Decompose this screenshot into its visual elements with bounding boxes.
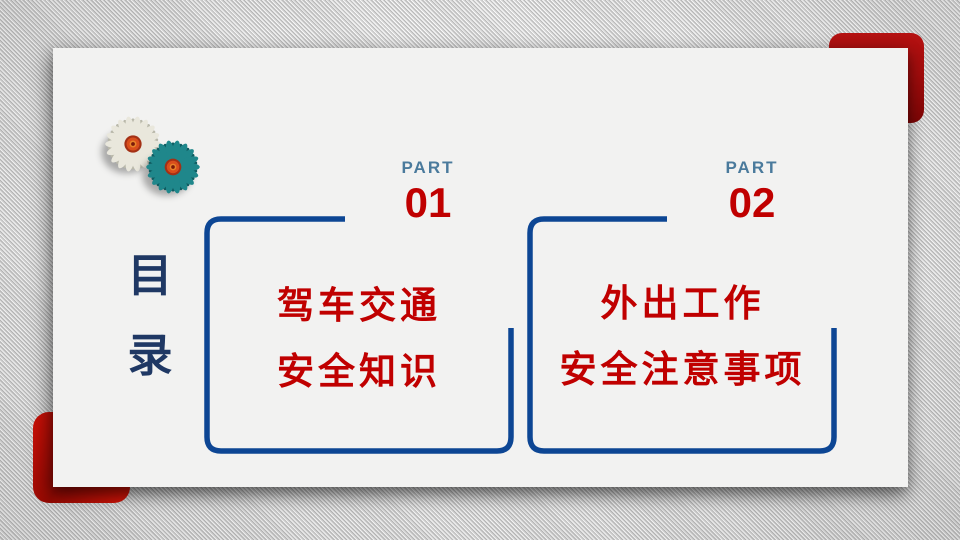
toc-item-1-title-line-1: 驾车交通 bbox=[277, 285, 441, 326]
toc-item-2-part-label: PART bbox=[725, 158, 779, 177]
toc-item-1-part: PART 01 bbox=[345, 158, 511, 225]
page-title-char-1: 目 bbox=[127, 250, 173, 301]
toc-item-2-title-line-1: 外出工作 bbox=[600, 283, 765, 324]
toc-item-2-part: PART 02 bbox=[667, 158, 837, 225]
flower-decoration-icon bbox=[101, 116, 200, 196]
page-title-char-2: 录 bbox=[127, 330, 173, 381]
toc-item-1-part-label: PART bbox=[401, 158, 455, 177]
toc-item-1-title[interactable]: 驾车交通 安全知识 bbox=[207, 269, 511, 401]
toc-item-2-title-line-2: 安全注意事项 bbox=[559, 349, 806, 390]
page-title: 目 录 bbox=[105, 251, 195, 381]
toc-item-1-title-line-2: 安全知识 bbox=[277, 351, 441, 392]
toc-item-2-part-number: 02 bbox=[728, 179, 776, 226]
toc-item-1-part-number: 01 bbox=[404, 179, 452, 226]
toc-item-2-title[interactable]: 外出工作 安全注意事项 bbox=[528, 267, 837, 399]
